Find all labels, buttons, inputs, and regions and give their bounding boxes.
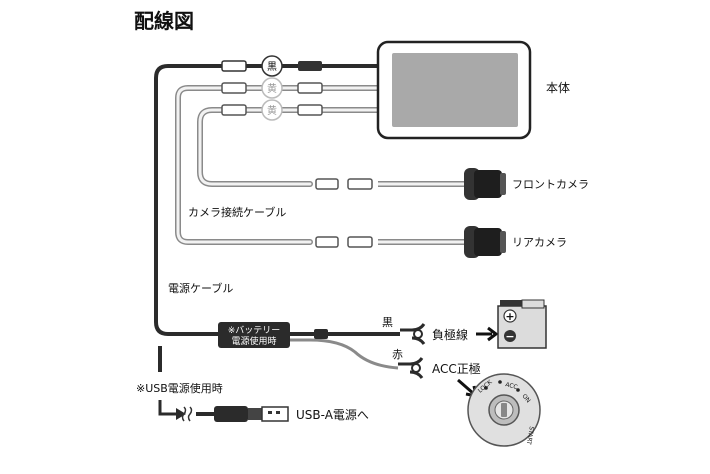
connector-row-yellow-2 [221,104,323,116]
usb-branch-down [158,400,176,416]
camera-connector-rear [315,236,373,248]
rear-camera [464,226,506,258]
battery-power-box: ※バッテリー 電源使用時 [218,322,290,348]
battery [497,299,547,349]
camera-connector-front [315,178,373,190]
ignition-start-label: START [525,426,535,446]
main-unit-label: 本体 [546,81,570,95]
front-camera [464,168,506,200]
svg-text:電源使用時: 電源使用時 [231,335,276,347]
camera-cable-front [175,85,343,245]
power-cable-label: 電源ケーブル [168,281,233,295]
negative-terminal-label: 負極線 [432,327,468,342]
usb-note-label: ※USB電源使用時 [136,381,223,395]
connector-tag-black: 黒 [261,55,283,77]
main-unit [376,40,532,140]
connector-row-black [221,60,322,72]
usb-a-plug [214,406,289,422]
svg-text:黒: 黒 [267,61,277,73]
acc-positive-label: ACC正極 [432,361,481,376]
svg-text:黄: 黄 [267,104,277,117]
ignition-on-label: ON [520,393,531,405]
ignition-acc-label: ACC [504,381,518,391]
camera-cable-label: カメラ接続ケーブル [188,205,286,219]
battery-arrow [476,326,499,342]
connector-tag-yellow-2: 黄 [261,99,283,121]
usb-arrow [176,408,186,420]
camera-cable-to-cameras [378,181,468,245]
connector-tag-yellow-1: 黄 [261,77,283,99]
power-cable [154,64,380,336]
ignition-switch [467,373,541,447]
fuse-holder [314,329,328,339]
negative-terminal-fork [400,323,426,345]
camera-cable-rear [197,107,343,187]
usb-a-label: USB-A電源へ [296,408,369,422]
front-camera-label: フロントカメラ [512,178,589,191]
connector-row-yellow-1 [221,82,323,94]
acc-terminal-fork [398,357,424,379]
battery-minus-symbol: − [505,330,514,343]
rear-camera-label: リアカメラ [512,236,567,249]
svg-text:黄: 黄 [267,82,277,95]
wire-red-label: 赤 [392,348,403,361]
diagram-title: 配線図 [134,9,194,33]
svg-text:※バッテリー: ※バッテリー [228,325,281,336]
wire-black-label: 黒 [382,316,393,329]
power-cable-red-lead [290,338,399,370]
usb-break-mark [181,406,193,422]
battery-plus-symbol: + [505,310,514,323]
